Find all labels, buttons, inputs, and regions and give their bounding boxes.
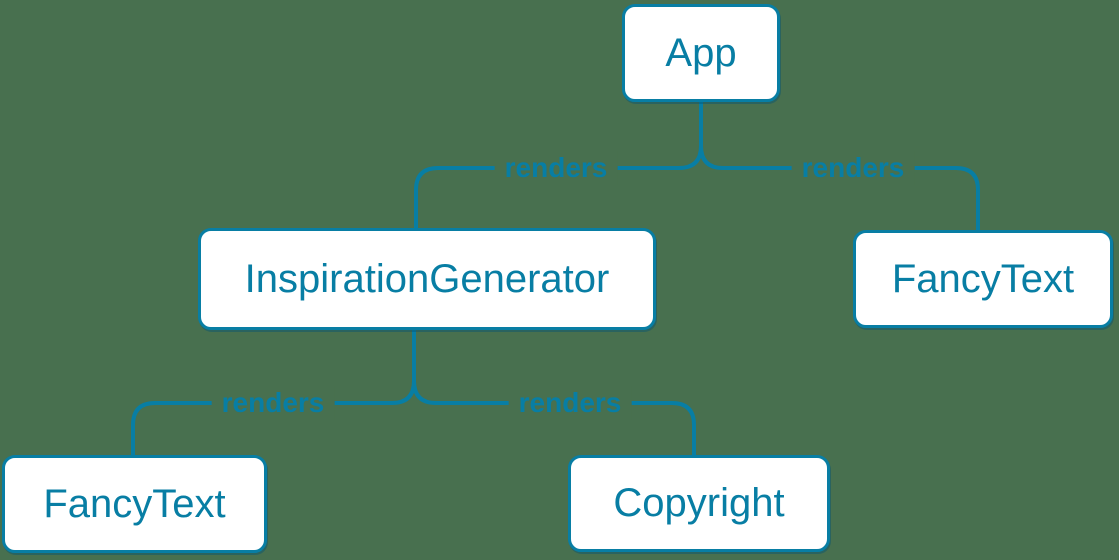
node-copyright-label: Copyright: [613, 481, 785, 525]
node-inspiration-generator-label: InspirationGenerator: [244, 256, 610, 301]
node-app-label: App: [665, 30, 737, 75]
node-app: App: [622, 4, 780, 102]
node-copyright: Copyright: [568, 455, 830, 552]
edge-label-renders-app-fancytext: renders: [791, 151, 915, 185]
edge-label-renders-app-inspiration: renders: [494, 151, 618, 185]
edge-label-renders-inspiration-copyright: renders: [508, 386, 632, 420]
node-fancy-text-left: FancyText: [2, 455, 267, 553]
node-fancy-text-right-label: FancyText: [891, 256, 1075, 301]
node-inspiration-generator: InspirationGenerator: [198, 228, 656, 330]
node-fancy-text-right: FancyText: [853, 230, 1113, 328]
node-fancy-text-left-label: FancyText: [43, 481, 226, 526]
edge-label-renders-inspiration-fancytext: renders: [211, 386, 335, 420]
